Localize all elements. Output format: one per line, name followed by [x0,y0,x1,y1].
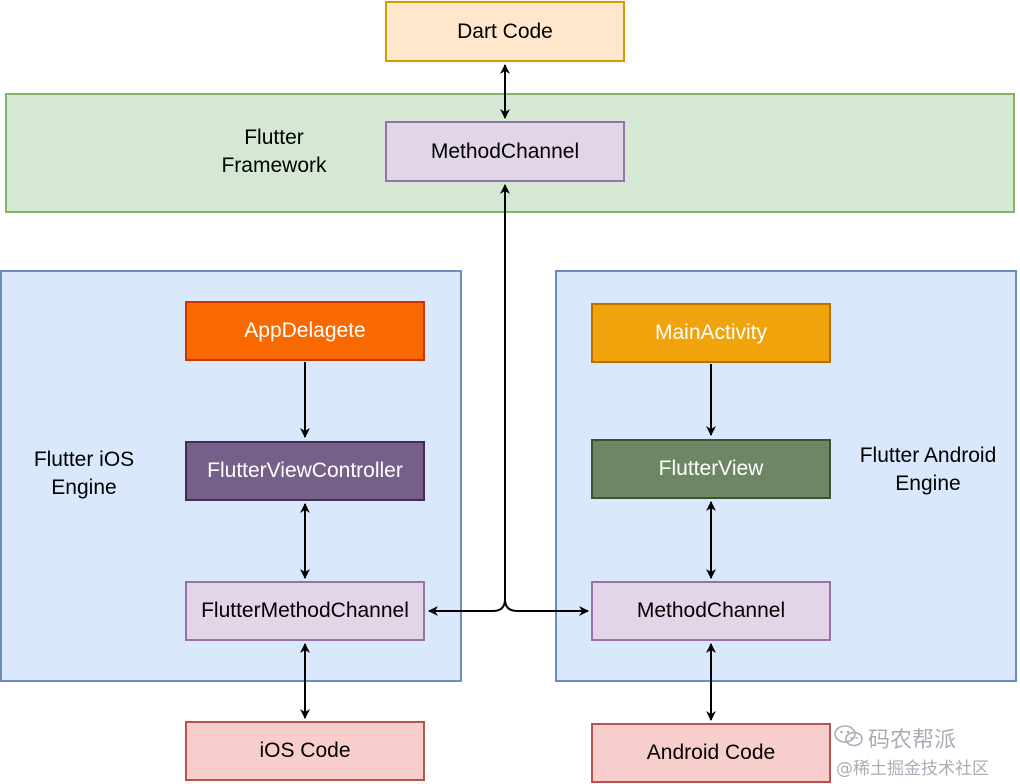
watermark: 码农帮派 @稀土掘金技术社区 [832,722,1018,784]
android-engine-label: Flutter Android Engine [840,442,1016,498]
wechat-icon [834,724,864,748]
flutter-view-node: FlutterView [591,439,831,499]
watermark-line1: 码农帮派 [868,728,957,753]
ios-engine-label: Flutter iOS Engine [14,446,154,502]
android-method-channel-node: MethodChannel [591,581,831,641]
app-delegate-node: AppDelagete [185,301,425,361]
ios-engine-label-line1: Flutter iOS [33,448,135,471]
flutter-framework-label-line2: Framework [221,154,327,177]
flutter-framework-label: Flutter Framework [198,124,350,180]
watermark-line2: @稀土掘金技术社区 [836,759,989,779]
flutter-method-channel-node: FlutterMethodChannel [185,581,425,641]
android-code-node: Android Code [591,723,831,783]
android-engine-label-line2: Engine [895,472,961,495]
android-engine-label-line1: Flutter Android [859,444,997,467]
ios-code-node: iOS Code [185,721,425,781]
framework-method-channel-node: MethodChannel [385,121,625,182]
dart-code-node: Dart Code [385,1,625,62]
main-activity-node: MainActivity [591,303,831,363]
flutter-view-controller-node: FlutterViewController [185,441,425,501]
flutter-framework-label-line1: Flutter [244,126,304,149]
ios-engine-label-line2: Engine [51,476,117,499]
